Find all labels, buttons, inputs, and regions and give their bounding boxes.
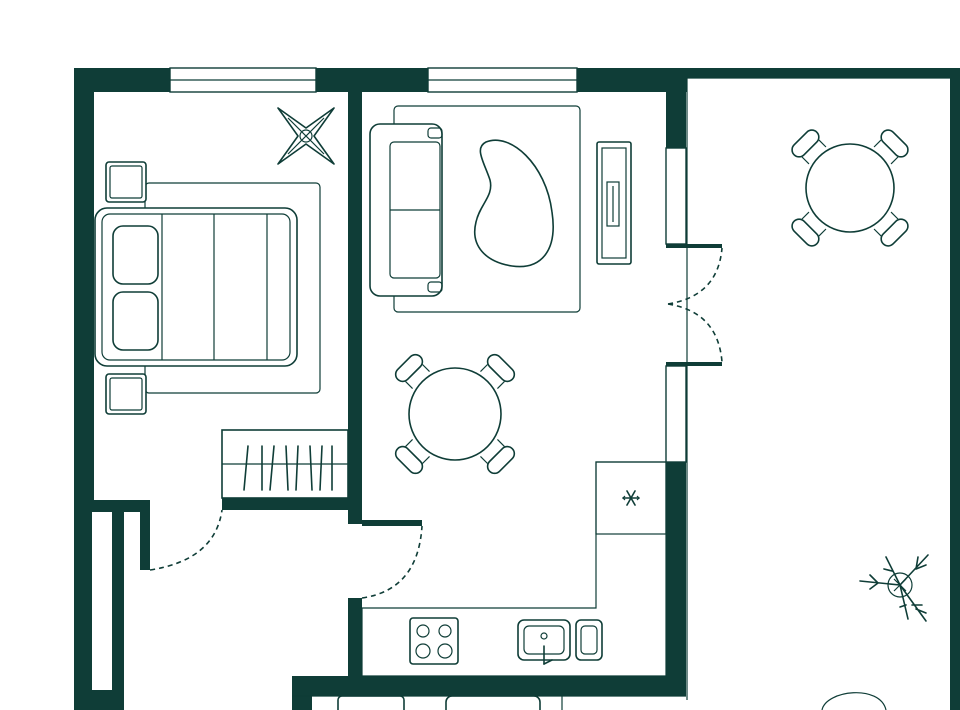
kitchen-door [361, 525, 423, 599]
wardrobe [221, 429, 349, 499]
pillow [112, 225, 159, 285]
houseplant [859, 554, 929, 622]
sofa [369, 123, 443, 297]
double-bed [94, 207, 298, 367]
kitchen [361, 461, 667, 677]
pillow [112, 291, 159, 351]
outdoor-table [791, 129, 909, 247]
dining-chair [394, 353, 430, 389]
balcony-door-top [667, 247, 723, 305]
plant-icon [277, 107, 335, 165]
coffee-table [473, 139, 554, 268]
windows [169, 67, 950, 700]
doors [149, 247, 723, 599]
nightstand [105, 373, 147, 415]
snowflake-icon [622, 490, 640, 506]
dining-chair [873, 211, 909, 247]
dining-chair [791, 129, 827, 165]
bedroom-door [149, 509, 223, 571]
dining-chair [873, 129, 909, 165]
bathroom [292, 695, 686, 710]
balcony [791, 129, 929, 710]
tv-stand [596, 141, 632, 265]
dining-chair [394, 439, 430, 475]
dining-chair [480, 439, 516, 475]
bedroom [94, 107, 349, 499]
refrigerator [595, 461, 667, 535]
stove [409, 617, 459, 665]
dining-chair [791, 211, 827, 247]
sink [517, 619, 603, 665]
balcony-door-bottom [667, 303, 723, 363]
nightstand [105, 161, 147, 203]
dining-chair [480, 353, 516, 389]
living-room [369, 105, 632, 475]
dining-table [394, 353, 516, 475]
